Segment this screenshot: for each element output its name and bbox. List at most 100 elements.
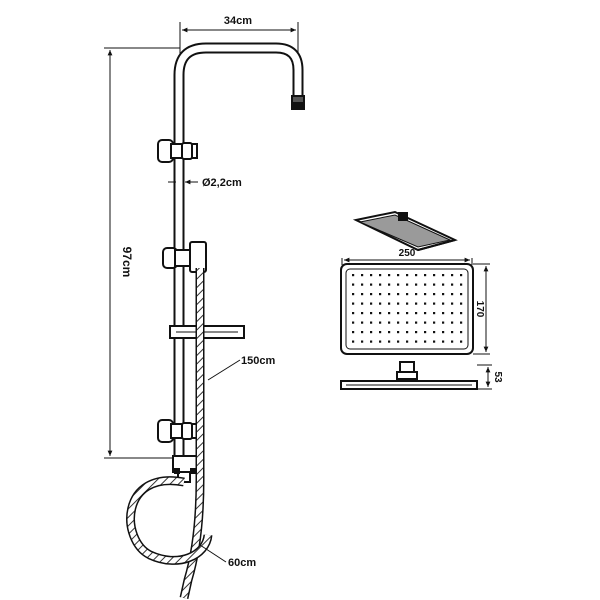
nozzle-dot	[397, 321, 400, 324]
nozzle-dot	[361, 340, 364, 343]
arm-width-label: 34cm	[224, 15, 252, 27]
nozzle-dot	[415, 293, 418, 296]
shower-column: 34cm 97cm Ø2,2cm	[104, 15, 305, 599]
nozzle-dot	[406, 321, 409, 324]
nozzle-dot	[451, 312, 454, 315]
nozzle-dot	[424, 340, 427, 343]
nozzle-dot	[442, 274, 445, 277]
nozzle-dot	[433, 312, 436, 315]
nozzle-dot	[415, 340, 418, 343]
head-width-dimension: 250	[341, 248, 473, 265]
nozzle-dot	[370, 283, 373, 286]
nozzle-dot	[388, 302, 391, 305]
nozzle-dot	[370, 312, 373, 315]
short-hose-label: 60cm	[228, 557, 256, 569]
nozzle-dot	[388, 321, 391, 324]
nozzle-dot	[352, 331, 355, 334]
pipe-diameter-label: Ø2,2cm	[202, 177, 242, 189]
nozzle-dot	[370, 321, 373, 324]
nozzle-dot	[433, 293, 436, 296]
arm-width-dimension: 34cm	[179, 15, 299, 95]
nozzle-dot	[415, 302, 418, 305]
nozzle-dot	[451, 274, 454, 277]
height-dimension: 97cm	[104, 47, 185, 459]
nozzle-dot	[415, 274, 418, 277]
long-hose-label: 150cm	[241, 355, 275, 367]
pipe-diameter-dimension: Ø2,2cm	[168, 177, 242, 189]
nozzle-dot	[406, 302, 409, 305]
nozzle-dot	[460, 331, 463, 334]
nozzle-grid	[352, 274, 463, 343]
head-thickness-dimension: 53	[477, 364, 503, 390]
nozzle-dot	[361, 274, 364, 277]
nozzle-dot	[451, 331, 454, 334]
nozzle-dot	[451, 321, 454, 324]
nozzle-dot	[451, 340, 454, 343]
nozzle-dot	[433, 274, 436, 277]
nozzle-dot	[424, 293, 427, 296]
nozzle-dot	[388, 340, 391, 343]
nozzle-dot	[397, 302, 400, 305]
nozzle-dot	[424, 302, 427, 305]
nozzle-dot	[424, 321, 427, 324]
nozzle-dot	[442, 321, 445, 324]
nozzle-dot	[397, 331, 400, 334]
nozzle-dot	[406, 331, 409, 334]
nozzle-dot	[397, 274, 400, 277]
long-hose-callout: 150cm	[207, 355, 275, 381]
nozzle-dot	[361, 302, 364, 305]
head-width-label: 250	[399, 248, 416, 259]
nozzle-dot	[451, 283, 454, 286]
nozzle-dot	[442, 331, 445, 334]
head-thickness-label: 53	[492, 371, 503, 383]
nozzle-dot	[379, 340, 382, 343]
nozzle-dot	[442, 302, 445, 305]
nozzle-dot	[352, 274, 355, 277]
nozzle-dot	[370, 302, 373, 305]
nozzle-dot	[352, 340, 355, 343]
lower-wall-bracket	[157, 419, 198, 443]
nozzle-dot	[424, 331, 427, 334]
nozzle-dot	[379, 274, 382, 277]
nozzle-dot	[460, 340, 463, 343]
nozzle-dot	[433, 302, 436, 305]
nozzle-dot	[388, 274, 391, 277]
nozzle-dot	[451, 302, 454, 305]
nozzle-dot	[352, 321, 355, 324]
nozzle-dot	[415, 312, 418, 315]
head-depth-label: 170	[474, 301, 485, 318]
nozzle-dot	[370, 274, 373, 277]
nozzle-dot	[406, 283, 409, 286]
nozzle-dot	[361, 293, 364, 296]
nozzle-dot	[370, 340, 373, 343]
nozzle-dot	[388, 283, 391, 286]
nozzle-dot	[433, 340, 436, 343]
nozzle-dot	[460, 321, 463, 324]
nozzle-dot	[352, 293, 355, 296]
nozzle-dot	[442, 312, 445, 315]
nozzle-dot	[370, 293, 373, 296]
nozzle-dot	[388, 331, 391, 334]
nozzle-dot	[379, 302, 382, 305]
nozzle-dot	[433, 321, 436, 324]
nozzle-dot	[424, 283, 427, 286]
nozzle-dot	[460, 293, 463, 296]
nozzle-dot	[442, 293, 445, 296]
nozzle-dot	[442, 340, 445, 343]
nozzle-dot	[361, 321, 364, 324]
nozzle-dot	[361, 331, 364, 334]
nozzle-dot	[397, 283, 400, 286]
nozzle-dot	[415, 331, 418, 334]
nozzle-dot	[442, 283, 445, 286]
nozzle-dot	[424, 274, 427, 277]
nozzle-dot	[361, 283, 364, 286]
nozzle-dot	[379, 283, 382, 286]
head-perspective-view	[352, 210, 458, 252]
nozzle-dot	[379, 293, 382, 296]
height-label: 97cm	[120, 247, 134, 278]
nozzle-dot	[460, 283, 463, 286]
nozzle-dot	[406, 293, 409, 296]
head-depth-dimension: 170	[473, 263, 490, 355]
nozzle-dot	[352, 302, 355, 305]
